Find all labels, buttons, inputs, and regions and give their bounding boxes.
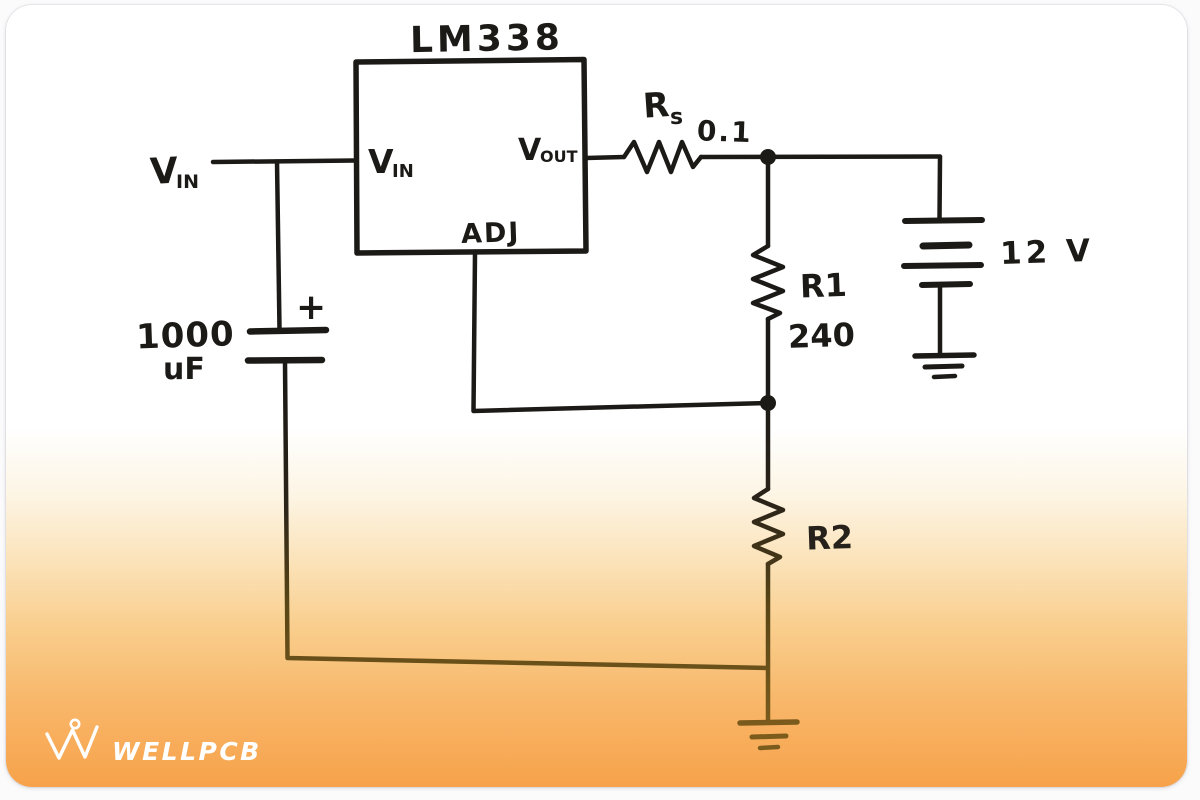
- battery-plate-long-1: [902, 217, 985, 224]
- capacitor-value: 1000: [135, 314, 235, 357]
- battery-value-label: 12 V: [999, 233, 1094, 272]
- ground-bar-long: [912, 352, 977, 359]
- pin-vout-label-sub: OUT: [540, 147, 578, 166]
- pin-vin-label: V: [368, 142, 394, 181]
- pin-adj-label: ADJ: [461, 217, 521, 250]
- junction-dot-adj: [760, 395, 776, 411]
- wire-rs-to-battery: [698, 154, 943, 160]
- input-vin-label: V: [149, 151, 179, 193]
- rs-value: 0.1: [696, 114, 753, 149]
- input-vin-label-sub: IN: [176, 171, 199, 193]
- wire-ground-rail: [282, 359, 770, 671]
- wellpcb-logo-w-icon: [45, 725, 99, 760]
- wire-vout-to-rs: [583, 154, 627, 161]
- lm338-ic-box: [353, 56, 589, 256]
- r1-name: R1: [799, 266, 847, 306]
- ground-bar-mid: [922, 363, 965, 370]
- junction-dot-output: [760, 149, 776, 165]
- diagram-card: LM338 V IN V OUT ADJ V IN + 1000 uF R s: [6, 5, 1187, 787]
- battery-plate-short-2: [919, 281, 973, 288]
- ground-symbol-main: [737, 719, 800, 751]
- capacitor-plate-top: [246, 326, 330, 335]
- capacitor-unit: uF: [163, 352, 205, 387]
- capacitor-polarity-plus: +: [296, 287, 326, 328]
- pin-vin-label-sub: IN: [392, 161, 414, 182]
- rs-name-sub: s: [670, 105, 683, 130]
- ground-bar-short: [757, 744, 781, 751]
- wire-battery-top-lead: [937, 154, 943, 222]
- resistor-r2-symbol: [751, 486, 786, 567]
- wellpcb-logo-text: WELLPCB: [112, 737, 262, 766]
- wire-adj-feedback: [471, 250, 769, 414]
- ground-bar-long: [737, 719, 800, 726]
- resistor-rs-symbol: [621, 139, 704, 175]
- ground-bar-short: [931, 373, 958, 380]
- r2-name: R2: [805, 518, 853, 558]
- wellpcb-logo-dot-icon: [69, 718, 81, 730]
- resistor-r1-symbol: [750, 243, 786, 322]
- lm338-ic-title: LM338: [410, 17, 565, 61]
- battery-plate-short-1: [919, 241, 973, 250]
- wire-vin-to-ic: [210, 158, 358, 165]
- circuit-svg: LM338 V IN V OUT ADJ V IN + 1000 uF R s: [45, 17, 1095, 766]
- battery-plate-long-2: [901, 262, 984, 269]
- wire-vin-to-capacitor: [274, 159, 282, 332]
- r1-value: 240: [787, 316, 855, 356]
- pin-vout-label: V: [518, 133, 542, 168]
- wellpcb-logo: WELLPCB: [45, 718, 262, 766]
- rs-name: R: [642, 85, 671, 127]
- ground-symbol-battery: [912, 352, 977, 380]
- battery-symbol: [901, 217, 985, 288]
- ground-bar-mid: [749, 733, 789, 740]
